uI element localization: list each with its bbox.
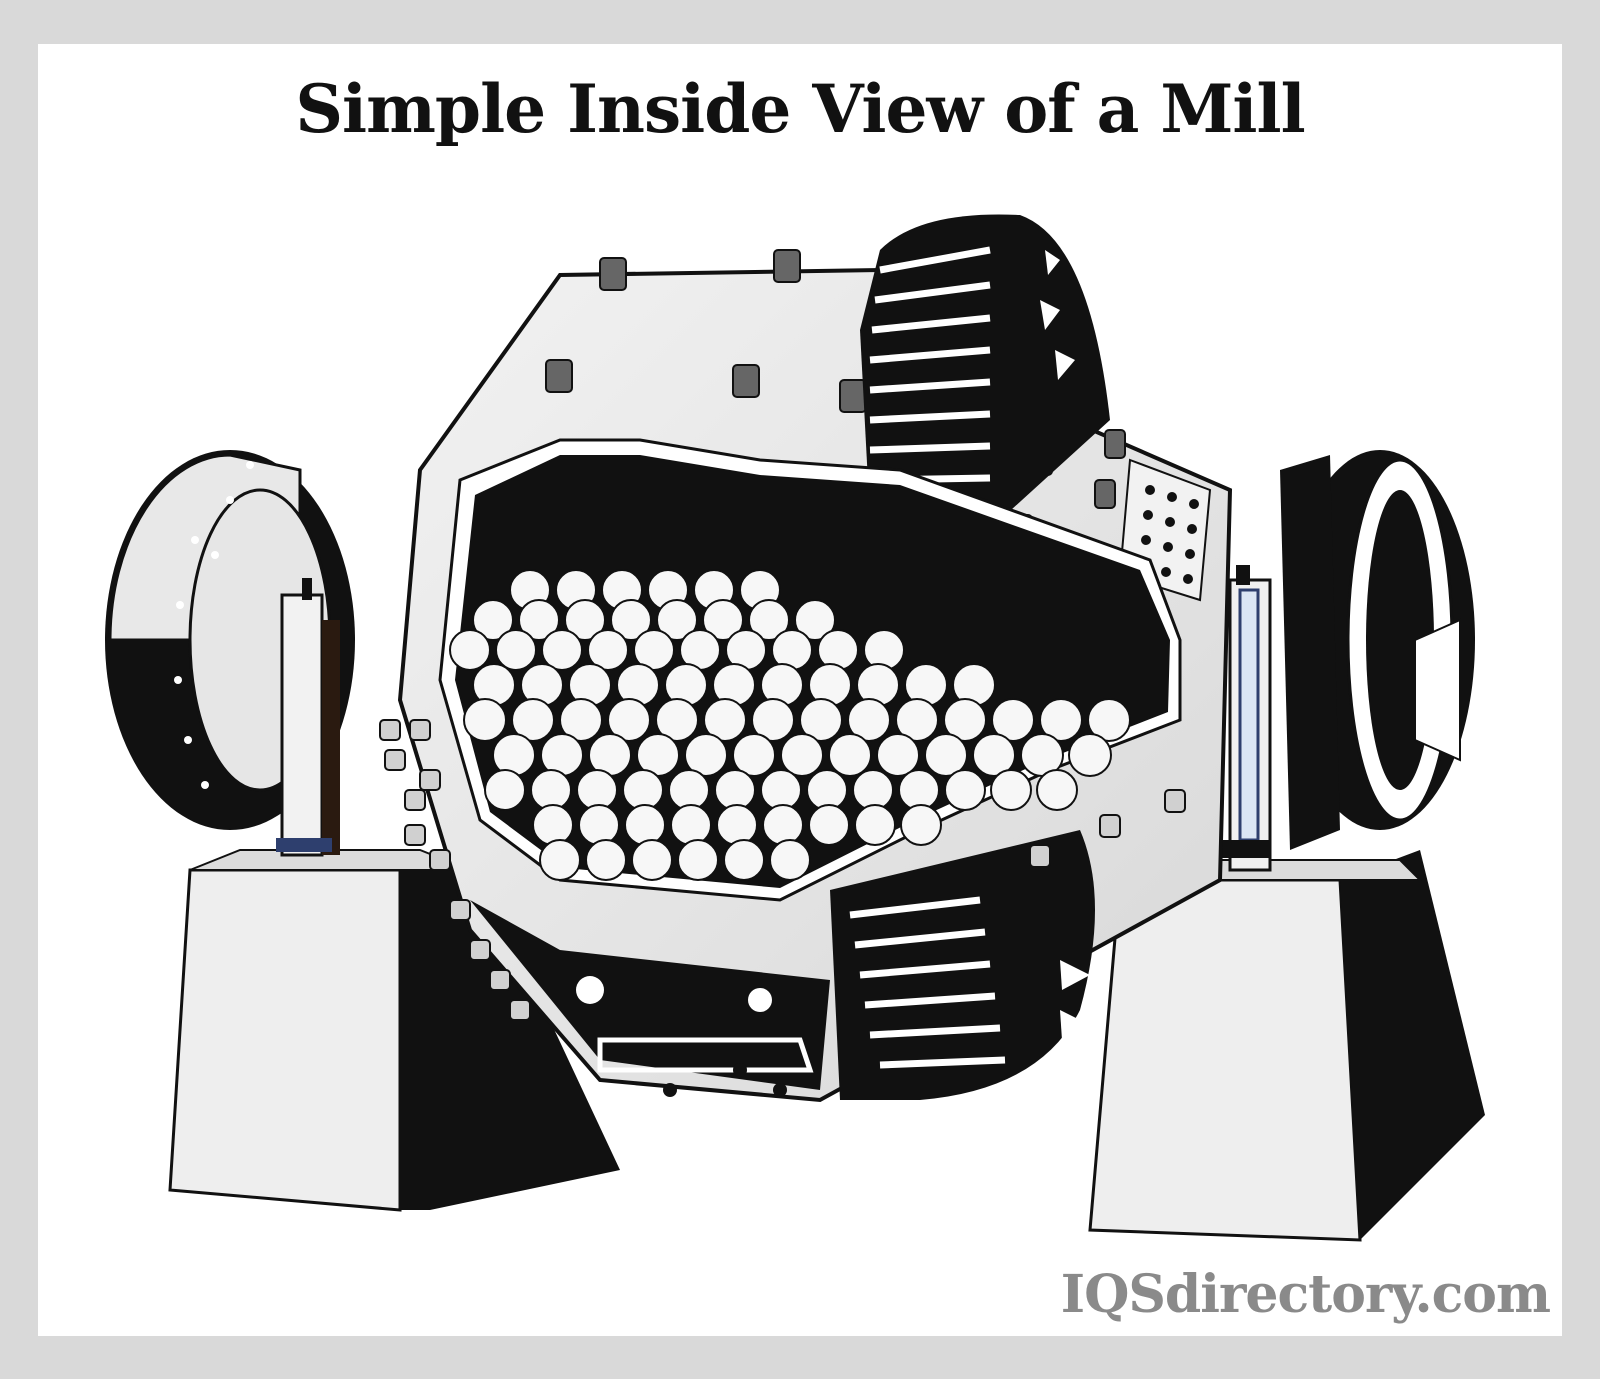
grinding-ball [585,839,627,881]
grinding-ball [578,804,620,846]
side-bolts [379,719,1186,1021]
grinding-ball [799,698,843,742]
grinding-ball [656,599,698,641]
grinding-ball [539,839,581,881]
grinding-ball [559,698,603,742]
grinding-ball [876,733,920,777]
grinding-ball [924,733,968,777]
grinding-ball [828,733,872,777]
grinding-ball [852,769,894,811]
grinding-ball [716,804,758,846]
grinding-ball [564,599,606,641]
grinding-ball [702,599,744,641]
grinding-ball [769,839,811,881]
grinding-ball [898,769,940,811]
grinding-ball [806,769,848,811]
grinding-ball [714,769,756,811]
grinding-ball [624,804,666,846]
grinding-ball [677,839,719,881]
grinding-ball [587,629,629,671]
left-bearing-pedestal [168,849,620,1212]
page-title: Simple Inside View of a Mill [295,70,1305,148]
grinding-ball [610,599,652,641]
grinding-ball [530,769,572,811]
grinding-ball [463,698,507,742]
grinding-ball [655,698,699,742]
grinding-ball [760,769,802,811]
grinding-ball [518,599,560,641]
grinding-ball [1087,698,1131,742]
grinding-ball [607,698,651,742]
grinding-ball [847,698,891,742]
grinding-ball [732,733,776,777]
left-trunnion [105,450,355,857]
grinding-ball [1068,733,1112,777]
grinding-balls [449,569,1131,881]
grinding-ball [991,698,1035,742]
grinding-ball [943,698,987,742]
grinding-ball [449,629,491,671]
grinding-ball [684,733,728,777]
grinding-ball [703,698,747,742]
grinding-ball [541,629,583,671]
grinding-ball [972,733,1016,777]
grinding-ball [670,804,712,846]
grinding-ball [631,839,673,881]
ring-gear [860,214,1110,520]
grinding-ball [944,769,986,811]
lower-frame [470,900,830,1097]
grinding-ball [576,769,618,811]
grinding-ball [472,599,514,641]
grinding-ball [484,769,526,811]
grinding-ball [751,698,795,742]
ring-gear-lower [830,830,1095,1100]
grinding-ball [900,804,942,846]
grinding-ball [1036,769,1078,811]
grinding-ball [762,804,804,846]
grinding-ball [794,599,836,641]
grinding-ball [748,599,790,641]
grinding-ball [1039,698,1083,742]
grinding-ball [622,769,664,811]
grinding-ball [723,839,765,881]
grinding-ball [511,698,555,742]
grinding-ball [668,769,710,811]
grinding-ball [780,733,824,777]
grinding-ball [495,629,537,671]
grinding-ball [492,733,536,777]
grinding-ball [532,804,574,846]
right-trunnion [1215,450,1475,872]
grinding-ball [990,769,1032,811]
watermark-logo: IQSdirectory.com [1060,1264,1551,1325]
grinding-ball [808,804,850,846]
grinding-ball [895,698,939,742]
grinding-ball [854,804,896,846]
